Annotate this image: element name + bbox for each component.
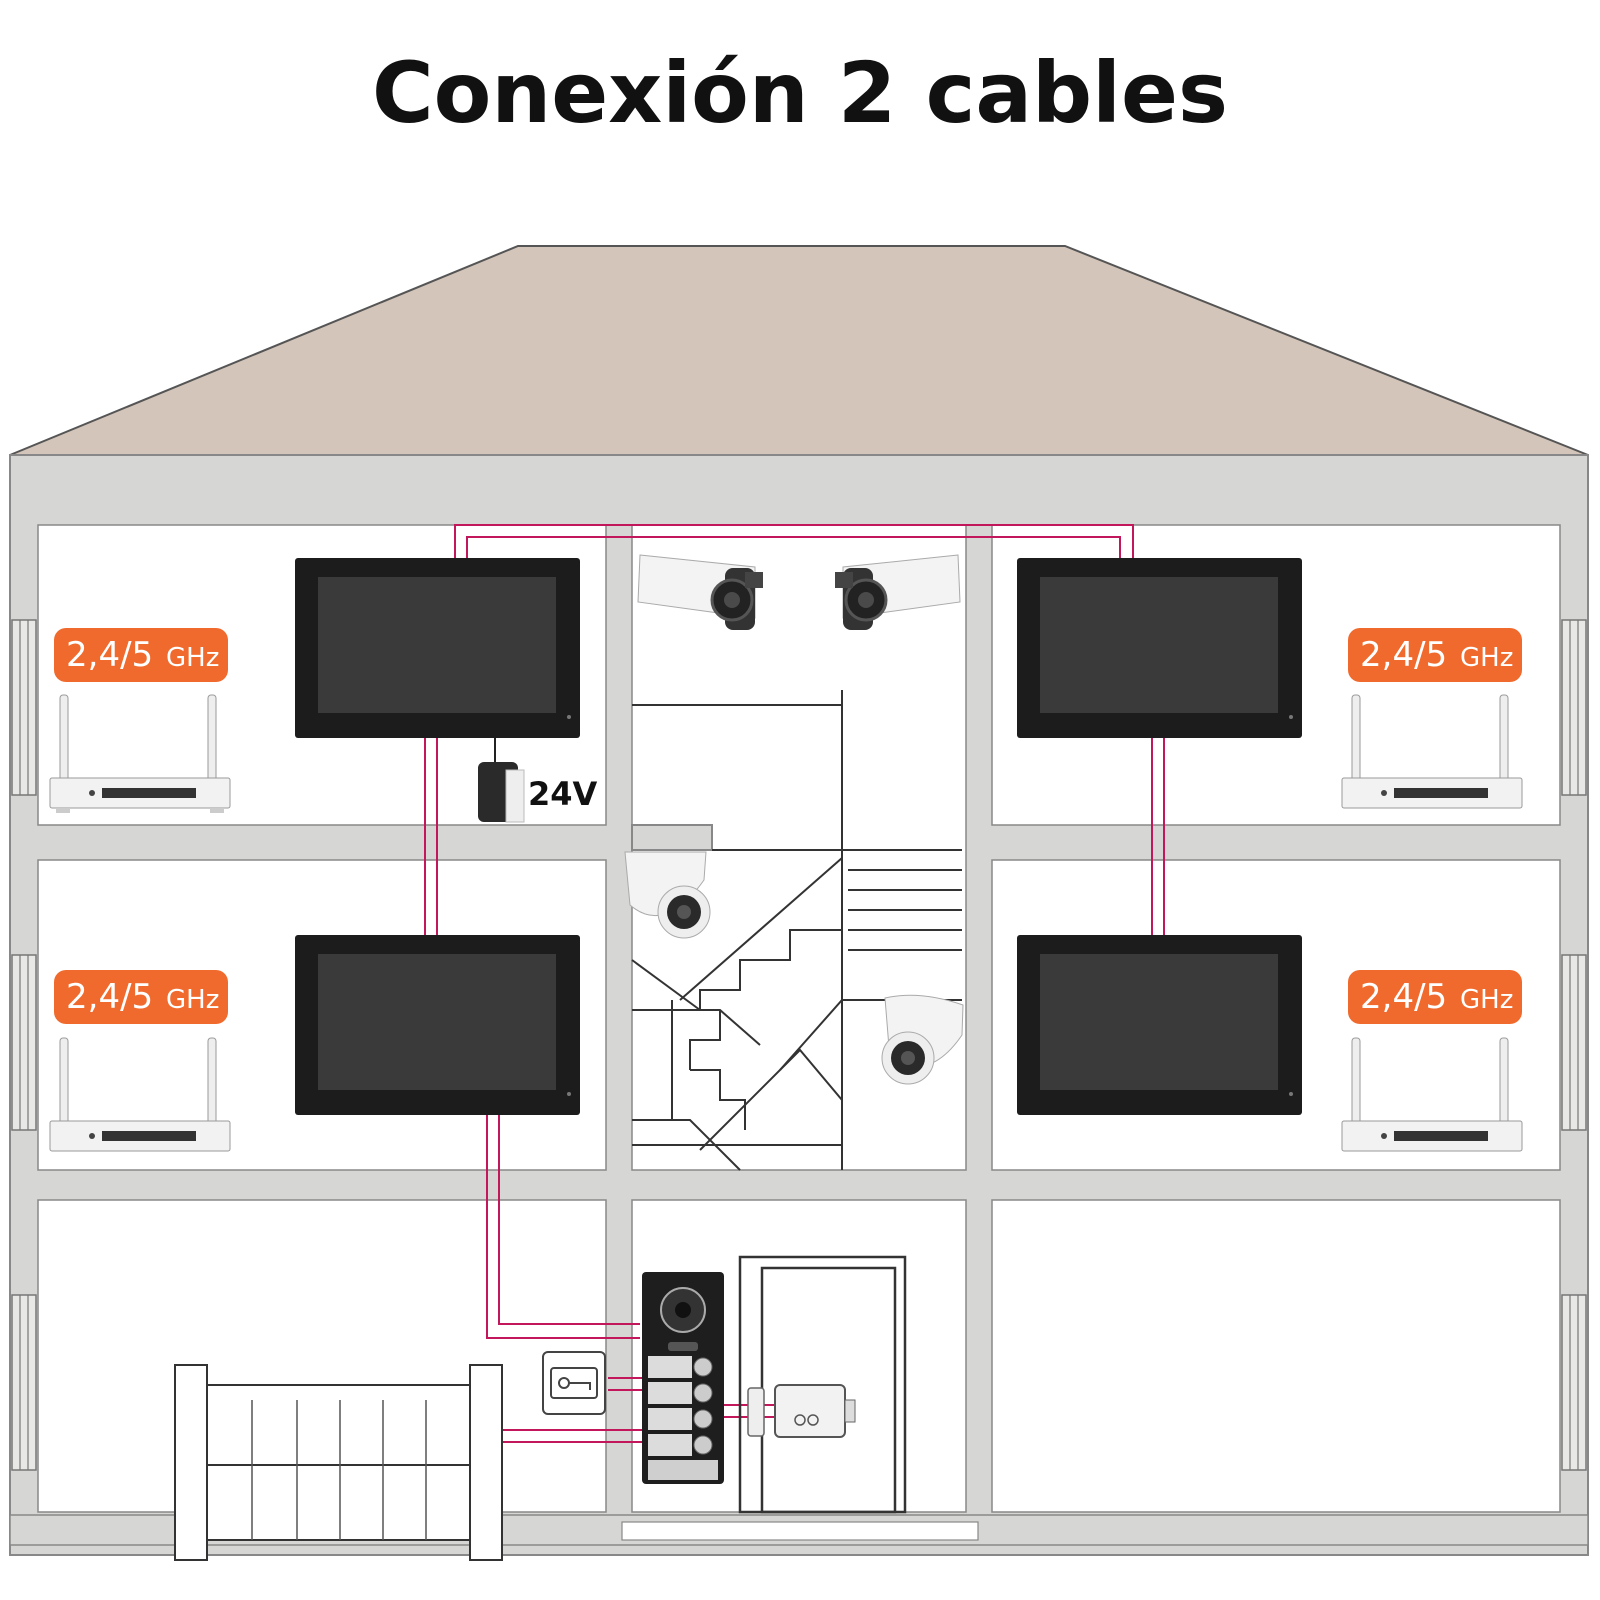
- staircase: [631, 690, 962, 1171]
- wifi-router-icon: [49, 694, 231, 813]
- wifi-badge-value: 2,4/5: [66, 635, 153, 675]
- wifi-badge-unit: GHz: [166, 643, 219, 673]
- gate-icon: [174, 1364, 503, 1561]
- bullet-camera-icon: [637, 554, 763, 630]
- wifi-router-icon: [1341, 694, 1523, 809]
- wifi-badge-mid-left: 2,4/5 GHz: [54, 970, 228, 1024]
- dome-camera-icon: [624, 851, 711, 939]
- door-intercom-icon: [642, 1272, 724, 1484]
- room-ground-right: [991, 1199, 1561, 1513]
- power-adapter-icon: [478, 738, 525, 823]
- wifi-badge-value: 2,4/5: [1360, 635, 1447, 675]
- bullet-camera-icon: [835, 554, 961, 630]
- wifi-badge-mid-right: 2,4/5 GHz: [1348, 970, 1522, 1024]
- electric-lock-icon: [747, 1384, 856, 1438]
- wifi-badge-unit: GHz: [1460, 643, 1513, 673]
- wifi-badge-top-right: 2,4/5 GHz: [1348, 628, 1522, 682]
- wifi-badge-unit: GHz: [1460, 985, 1513, 1015]
- wifi-router-icon: [49, 1037, 231, 1152]
- wifi-badge-value: 2,4/5: [1360, 977, 1447, 1017]
- monitor-top-left: [295, 558, 580, 738]
- wifi-router-icon: [1341, 1037, 1523, 1152]
- power-supply-label: 24V: [528, 775, 598, 813]
- monitor-top-right: [1017, 558, 1302, 738]
- wifi-badge-value: 2,4/5: [66, 977, 153, 1017]
- monitor-mid-left: [295, 935, 580, 1115]
- monitor-mid-right: [1017, 935, 1302, 1115]
- wiring: [424, 524, 1165, 1443]
- wifi-badge-top-left: 2,4/5 GHz: [54, 628, 228, 682]
- wifi-badge-unit: GHz: [166, 985, 219, 1015]
- dome-camera-icon: [881, 994, 964, 1085]
- diagram-title: Conexión 2 cables: [372, 44, 1228, 142]
- roof: [9, 245, 1589, 489]
- exit-button-key-icon: [542, 1351, 606, 1415]
